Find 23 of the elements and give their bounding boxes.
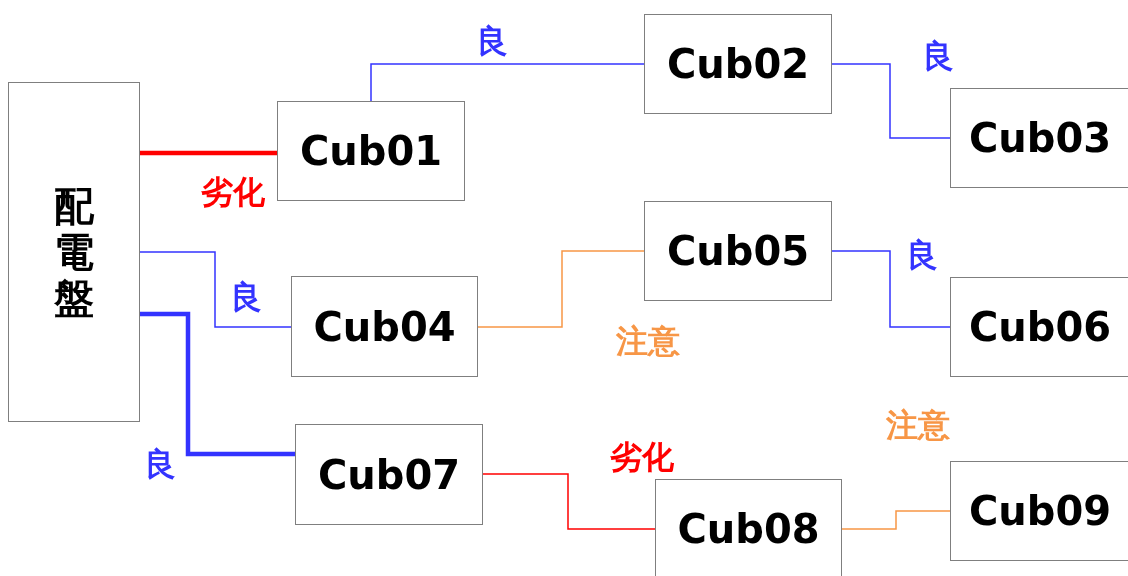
cubicle-box: Cub07 xyxy=(295,424,483,525)
edge-label: 注意 xyxy=(614,324,682,360)
edge-label: 劣化 xyxy=(608,440,676,476)
cubicle-box: Cub09 xyxy=(950,461,1128,561)
connector-line xyxy=(139,251,292,328)
edge-label: 劣化 xyxy=(199,175,267,211)
cubicle-box: Cub02 xyxy=(644,14,832,114)
connector-line xyxy=(140,150,277,156)
connector-line xyxy=(370,63,645,102)
connector-line xyxy=(841,510,951,530)
cubicle-box: Cub05 xyxy=(644,201,832,301)
connector-line xyxy=(477,250,645,328)
cubicle-box: Cub08 xyxy=(655,479,842,576)
cubicle-box: Cub04 xyxy=(291,276,478,377)
connector-line xyxy=(831,63,951,139)
distribution-board-box: 配電盤 xyxy=(8,82,140,422)
cubicle-box: Cub06 xyxy=(950,277,1128,377)
connector-line xyxy=(831,250,951,328)
connector-line xyxy=(482,473,656,530)
cubicle-box: Cub01 xyxy=(277,101,465,201)
cubicle-box: Cub03 xyxy=(950,88,1128,188)
connector-line xyxy=(140,311,295,457)
edge-label: 注意 xyxy=(884,408,952,444)
